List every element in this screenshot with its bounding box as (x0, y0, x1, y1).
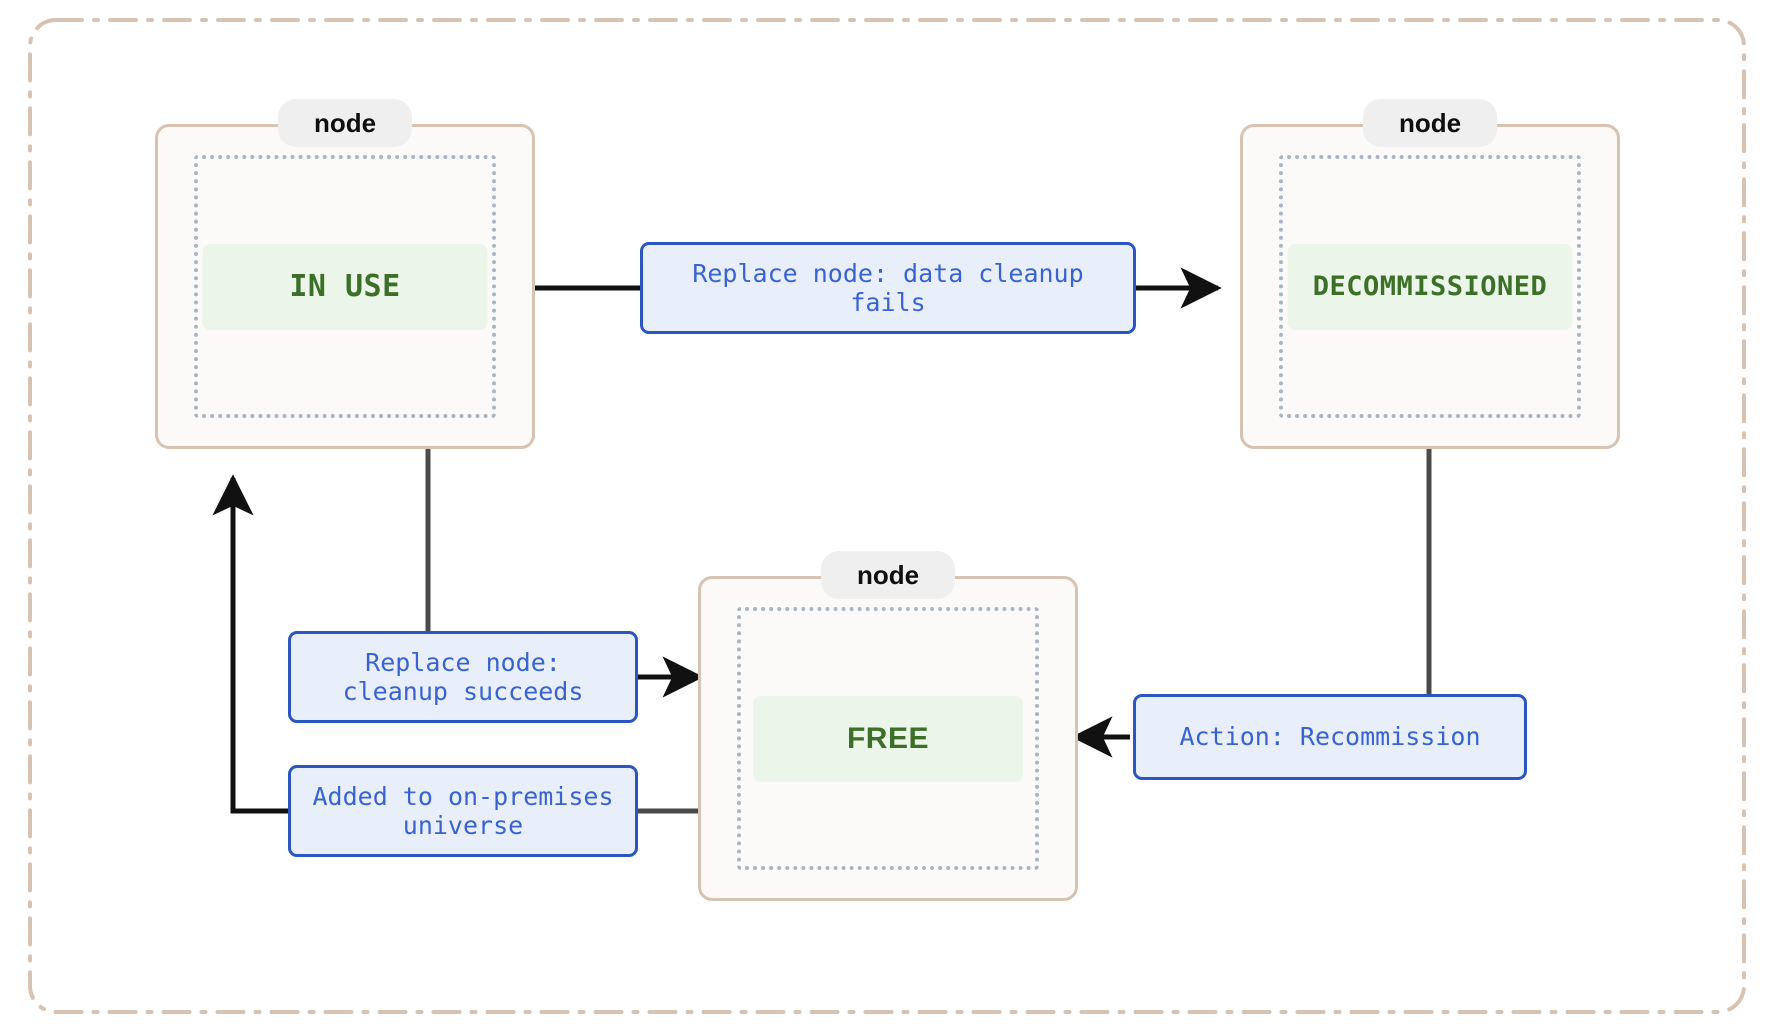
state-free-label: FREE (846, 721, 929, 755)
edge-label-added-to-on-premises-universe[interactable]: Added to on-premises universe (288, 765, 638, 857)
cluster-inner-border (194, 155, 496, 418)
cluster-title-in-use: node (277, 99, 413, 147)
cluster-node-in-use: node IN USE (155, 99, 535, 449)
state-decommissioned[interactable]: DECOMMISSIONED (1287, 243, 1573, 330)
cluster-inner-border (737, 607, 1039, 870)
cluster-inner-border (1279, 155, 1581, 418)
cluster-title-decommissioned: node (1362, 99, 1498, 147)
cluster-node-decommissioned: node DECOMMISSIONED (1240, 99, 1620, 449)
state-in-use-label: IN USE (289, 269, 401, 304)
edge-label-action-recommission[interactable]: Action: Recommission (1133, 694, 1527, 780)
state-free[interactable]: FREE (753, 695, 1023, 782)
state-in-use[interactable]: IN USE (202, 243, 488, 330)
cluster-node-free: node FREE (698, 551, 1078, 901)
state-decommissioned-label: DECOMMISSIONED (1312, 271, 1548, 302)
cluster-title-free: node (820, 551, 956, 599)
edge-label-replace-node-cleanup-succeeds[interactable]: Replace node: cleanup succeeds (288, 631, 638, 723)
edge-label-replace-node-data-cleanup-fails[interactable]: Replace node: data cleanup fails (640, 242, 1136, 334)
